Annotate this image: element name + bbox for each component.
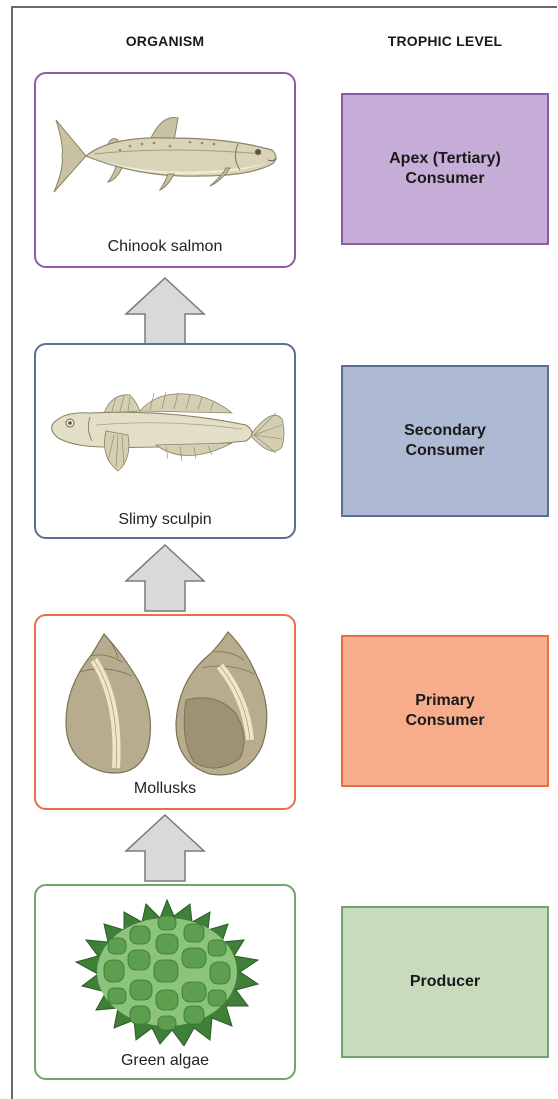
trophic-level-header: TROPHIC LEVEL xyxy=(387,33,503,49)
trophic-label: Producer xyxy=(409,973,481,990)
trophic-label: Primary Consumer xyxy=(405,692,485,729)
trophic-label: Secondary Consumer xyxy=(404,422,486,459)
salmon-icon xyxy=(53,116,277,193)
trophic-box-primary: Primary Consumer xyxy=(341,635,549,787)
organism-box-chinook-salmon: Chinook salmon xyxy=(34,72,296,268)
organism-label: Chinook salmon xyxy=(107,238,223,255)
trophic-box-secondary: Secondary Consumer xyxy=(341,365,549,517)
organism-box-green-algae: Green algae xyxy=(34,884,296,1080)
organism-box-slimy-sculpin: Slimy sculpin xyxy=(34,343,296,539)
up-arrow-icon xyxy=(124,813,206,882)
trophic-label: Apex (Tertiary) Consumer xyxy=(389,150,501,187)
organism-box-mollusks: Mollusks xyxy=(34,614,296,810)
trophic-box-producer: Producer xyxy=(341,906,549,1058)
organism-header: ORGANISM xyxy=(125,33,205,49)
diagram-frame xyxy=(11,6,557,1099)
trophic-box-apex: Apex (Tertiary) Consumer xyxy=(341,93,549,245)
organism-label: Mollusks xyxy=(133,780,197,797)
up-arrow-icon xyxy=(124,276,206,345)
organism-label: Green algae xyxy=(120,1052,210,1069)
mollusk-icon xyxy=(65,631,268,776)
algae-icon xyxy=(74,898,260,1046)
organism-label: Slimy sculpin xyxy=(118,511,212,528)
sculpin-icon xyxy=(51,391,285,472)
up-arrow-icon xyxy=(124,543,206,612)
